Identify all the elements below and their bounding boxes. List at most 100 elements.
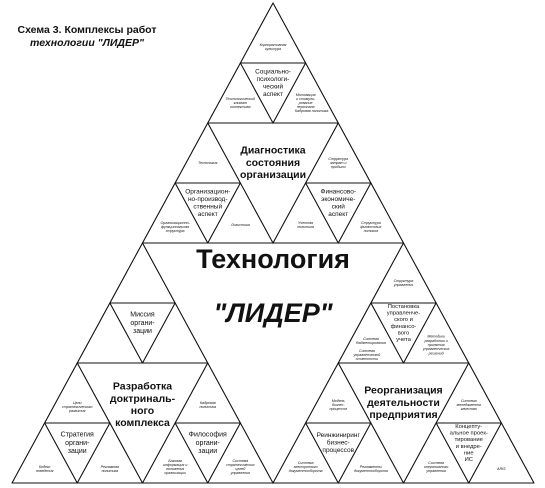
label-social-line-1: Социально- — [255, 69, 291, 76]
label-philosophy-line-1: Философия — [189, 432, 227, 439]
label-orgprod-line-1: Организацион- — [185, 189, 230, 196]
label-fin-line-2: экономиче- — [321, 196, 355, 203]
label-structure-line-1: Структура — [394, 279, 414, 283]
label-philosophy-line-2: органи- — [196, 440, 221, 447]
subtriangle-top-left — [174, 182, 241, 244]
label-orgprod-line-2: но-производ- — [188, 196, 228, 203]
label-orgprod-line-3: ственный — [193, 202, 222, 210]
label-org-structure-line-1: Организационно- — [160, 221, 190, 225]
label-mes-line-2: оперативного — [424, 465, 449, 469]
subtriangle-right-right — [435, 422, 502, 484]
label-psych-climate-line-3: коллектива — [230, 105, 250, 109]
label-process-model-line-2: бизнес- — [332, 403, 345, 407]
label-concept-line-3: тирование — [455, 437, 483, 443]
label-quality-line-3: качества — [461, 407, 477, 411]
label-strategy-line-1: Стратегия — [61, 432, 94, 439]
label-code-line-1: Кодекс — [39, 465, 51, 469]
label-psych-climate-line-2: климат — [234, 101, 247, 105]
label-workflow-line-3: документооборота — [289, 469, 323, 473]
label-hr-doctrine-line-1: Кадровая — [200, 401, 216, 405]
label-strategy-goals-line-3: целей — [235, 467, 245, 471]
label-workflow-line-1: Система — [298, 461, 314, 465]
label-methods-line-3: принятия — [428, 343, 445, 347]
label-reporting-line-2: управленческой — [352, 353, 380, 357]
label-methods-line-4: управленческих — [422, 347, 450, 351]
label-concept-line-5: ние — [464, 451, 474, 457]
label-lines-line-1: Диагностика — [240, 145, 305, 157]
label-structure-line-2: управления — [393, 283, 414, 287]
label-org-structure-line-3: структура — [166, 229, 185, 233]
label-org-goals-line-1: Цели — [73, 401, 82, 405]
label-lines-line-3: предприятия — [369, 409, 437, 421]
label-mission-line-2: органи- — [130, 320, 155, 327]
label-methods-line-1: Методики — [427, 335, 445, 339]
label-fin-line-1: Финансово- — [321, 189, 356, 196]
label-reporting-line-1: Система — [359, 349, 375, 353]
label-concept-line-2: альное проек- — [450, 431, 488, 437]
label-motivation-line-3: рование — [298, 101, 313, 105]
label-general-provisions-line-1: Базовая — [168, 459, 182, 463]
label-hr-doctrine-line-2: политика — [199, 405, 216, 409]
label-strategy-goals-line-4: управления — [230, 471, 251, 475]
label-quality-line-1: Система — [461, 399, 477, 403]
label-reporting-line-3: отчетности — [356, 357, 379, 361]
subtriangle-top-right — [305, 182, 372, 244]
label-fin-line-4: аспект — [328, 211, 348, 218]
label-lines-line-3: организации — [240, 169, 306, 181]
label-org-goals-line-2: стратегического — [62, 405, 93, 409]
subtriangle-left-left — [44, 422, 111, 484]
label-budget-line-1: Система — [363, 337, 379, 341]
label-quality-line-2: менеджмента — [457, 403, 481, 407]
label-finmgmt-line-3: ского и — [394, 317, 413, 323]
label-workflow-line-2: электронного — [294, 465, 318, 469]
label-process-model-line-1: Модель — [332, 399, 345, 403]
diagram-caption: Схема 3. Комплексы работ технологии "ЛИД… — [12, 24, 162, 50]
subtriangle-top-top — [239, 62, 307, 124]
label-account-policy-line-1: Учетная — [298, 221, 313, 225]
label-aris-line-1: ARIS — [496, 467, 506, 471]
label-strategy-goals-line-2: стратегических — [226, 463, 255, 467]
label-corp-culture-line-2: культура — [265, 47, 281, 51]
label-strategy-line-2: органи- — [65, 440, 90, 447]
subtriangle-left-top — [109, 302, 176, 364]
label-mes-line-3: управления — [425, 469, 446, 473]
subtriangle-right-left — [305, 422, 372, 484]
label-motivation-line-1: Мотивация — [296, 93, 316, 97]
label-reeng-line-1: Реинжиниринг — [317, 432, 361, 439]
label-social-line-2: психологи- — [257, 76, 290, 83]
label-strategy-goals-line-1: Система — [232, 459, 248, 463]
label-social-line-3: ческий — [263, 82, 284, 90]
label-corp-culture-line-1: Корпоративная — [260, 43, 287, 47]
center-title-name: "ЛИДЕР" — [213, 298, 333, 328]
label-code-line-2: поведения — [36, 469, 54, 473]
label-org-structure-line-2: функциональная — [161, 225, 189, 229]
label-concept-line-6: ИС — [465, 457, 473, 463]
label-lines-line-2: состояния — [246, 157, 300, 169]
label-motivation-line-2: и стимули- — [296, 97, 316, 101]
label-finmgmt-line-2: управленче- — [387, 311, 420, 317]
label-finmgmt-line-6: учета — [396, 337, 412, 343]
label-advertising-line-1: Рекламная — [101, 465, 120, 469]
label-mission-line-3: зации — [133, 328, 152, 335]
subtriangle-right-top — [370, 302, 437, 364]
label-fin-line-3: ский — [332, 202, 346, 210]
label-reeng-line-3: процессов — [322, 447, 354, 454]
label-doc-control-line-2: документооборота — [354, 469, 388, 473]
label-orgprod-line-4: аспект — [198, 211, 218, 218]
label-lines-line-2: доктриналь- — [110, 393, 176, 405]
caption-line-2: технологии "ЛИДЕР" — [30, 37, 144, 49]
label-cost-structure-line-3: прибыли — [331, 165, 346, 169]
diagram-labels: Технология"ЛИДЕР"Диагностикасостоянияорг… — [36, 43, 506, 475]
label-cost-structure-line-2: затрат и — [329, 161, 347, 165]
label-finance-flows-line-1: Структура — [361, 221, 381, 225]
label-advertising-line-2: политика — [102, 469, 119, 473]
label-mission-line-1: Миссия — [130, 312, 155, 319]
label-mes-line-1: Система — [428, 461, 444, 465]
label-methods-line-2: разработки и — [423, 339, 447, 343]
label-finmgmt-line-4: финансо- — [391, 324, 417, 330]
label-finance-flows-line-3: потоков — [364, 229, 379, 233]
label-strategy-line-3: зации — [68, 448, 87, 455]
label-cost-structure-line-1: Структура — [328, 157, 348, 161]
label-budget-line-2: бюджетирования — [356, 341, 386, 345]
